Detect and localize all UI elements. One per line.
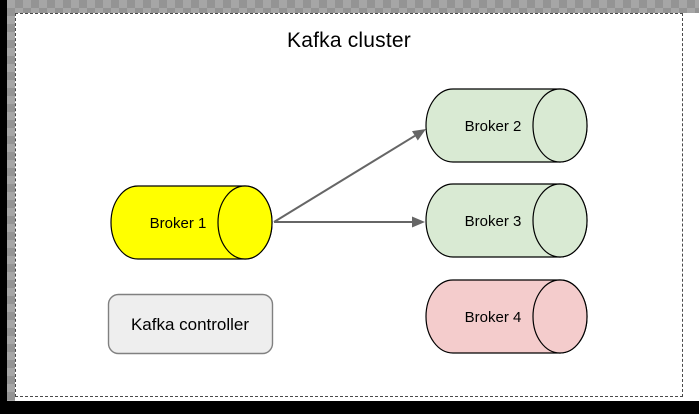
node-broker1[interactable]: Broker 1: [110, 185, 273, 260]
diagram-title: Kafka cluster: [287, 29, 411, 52]
controller-label: Kafka controller: [131, 315, 249, 334]
node-broker4[interactable]: Broker 4: [425, 279, 588, 354]
page-dashed-border: [15, 13, 683, 397]
node-broker2[interactable]: Broker 2: [425, 88, 588, 163]
controller-box: [107, 293, 274, 355]
transparency-checker-strip-left: [7, 0, 15, 401]
broker4-label: Broker 4: [465, 309, 522, 326]
broker1-label: Broker 1: [150, 215, 207, 232]
arrowhead-icon: [412, 216, 425, 228]
arrowhead-icon: [412, 129, 426, 141]
broker3-label: Broker 3: [465, 213, 522, 230]
node-kafka-controller[interactable]: Kafka controller: [107, 293, 274, 355]
broker2-label: Broker 2: [465, 118, 522, 135]
transparency-checker-strip-top: [7, 0, 699, 13]
edge-broker1-broker2[interactable]: [273, 129, 426, 223]
node-broker3[interactable]: Broker 3: [425, 183, 588, 258]
edge-broker1-broker3[interactable]: [274, 216, 425, 228]
